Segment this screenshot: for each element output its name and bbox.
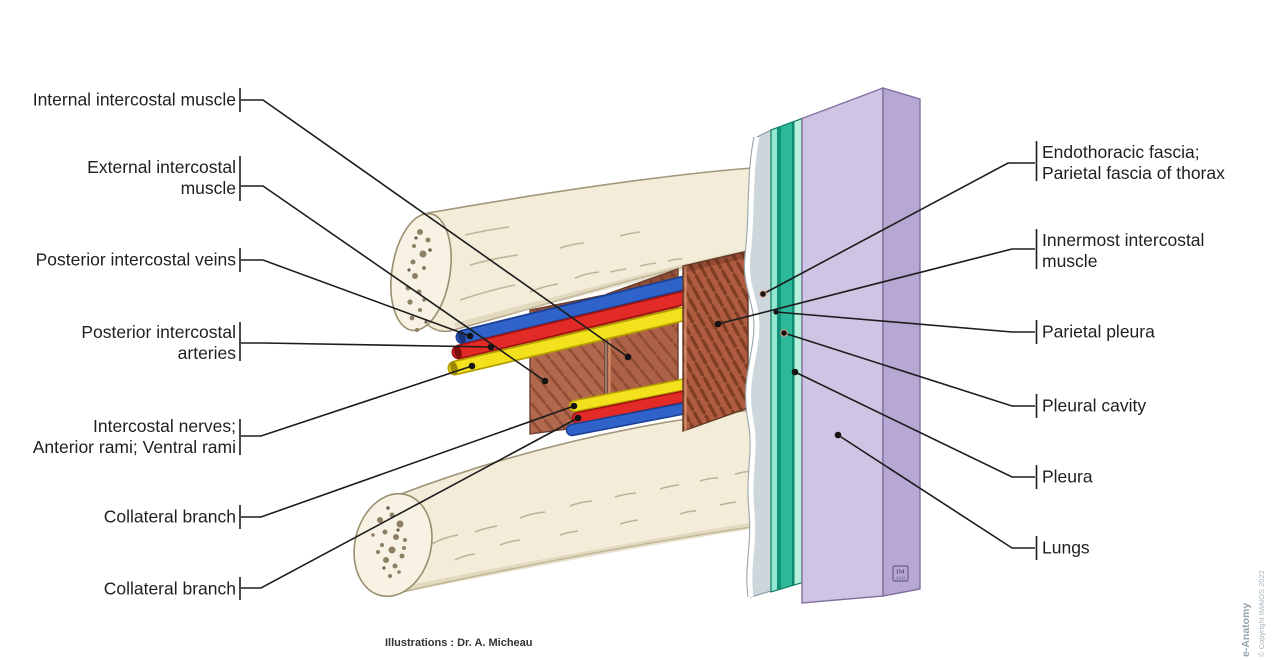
illustration-credit: Illustrations : Dr. A. Micheau bbox=[385, 637, 533, 649]
innermost-intercostal-muscle-panel bbox=[682, 250, 749, 432]
collateral-artery-branch bbox=[571, 387, 704, 425]
label-pleura: Pleura bbox=[1042, 466, 1093, 487]
leader-innermost-intercostal-muscle bbox=[717, 248, 1035, 325]
leader-posterior-intercostal-arteries bbox=[241, 342, 492, 348]
imaios-logo: IM AIOS bbox=[892, 565, 909, 582]
upper-rib bbox=[390, 167, 753, 333]
lower-rib bbox=[353, 409, 753, 598]
leader-intercostal-nerves bbox=[241, 365, 473, 437]
label-posterior-intercostal-arteries: Posterior intercostal arteries bbox=[81, 322, 236, 363]
leader-lines bbox=[239, 88, 1038, 600]
label-endothoracic-fascia: Endothoracic fascia; Parietal fascia of … bbox=[1042, 142, 1225, 183]
e-anatomy-watermark: e-Anatomy bbox=[1240, 602, 1252, 657]
leader-endothoracic-fascia bbox=[762, 162, 1035, 295]
svg-text:IM: IM bbox=[896, 569, 905, 576]
lower-rib-cut-face bbox=[353, 492, 433, 598]
posterior-intercostal-artery bbox=[451, 288, 700, 360]
leader-internal-intercostal-muscle bbox=[241, 99, 629, 358]
label-parietal-pleura: Parietal pleura bbox=[1042, 321, 1155, 342]
label-lungs: Lungs bbox=[1042, 537, 1090, 558]
leader-dots bbox=[466, 290, 842, 439]
leader-pleura bbox=[794, 371, 1035, 478]
collateral-nerve-branch bbox=[568, 375, 704, 413]
intercostal-nerve bbox=[447, 304, 700, 376]
collateral-vein-branch bbox=[565, 399, 704, 437]
leader-collateral-branch-upper bbox=[241, 405, 575, 518]
label-collateral-branch-lower: Collateral branch bbox=[103, 578, 236, 599]
copyright-watermark: © Copyright IMAIOS 2022 bbox=[1257, 570, 1266, 657]
leader-posterior-intercostal-veins bbox=[241, 259, 471, 337]
lower-rib-spongy-bone bbox=[371, 506, 407, 578]
upper-rib-texture bbox=[459, 226, 683, 301]
label-innermost-intercostal-muscle: Innermost intercostal muscle bbox=[1042, 230, 1205, 271]
leader-collateral-branch-lower bbox=[241, 417, 579, 589]
label-intercostal-nerves: Intercostal nerves; Anterior rami; Ventr… bbox=[32, 416, 236, 457]
lower-rib-texture bbox=[429, 470, 752, 561]
label-pleural-cavity: Pleural cavity bbox=[1042, 395, 1147, 416]
leader-external-intercostal-muscle bbox=[241, 185, 546, 382]
lung-block: IM AIOS bbox=[801, 86, 921, 604]
leader-pleural-cavity bbox=[783, 332, 1035, 407]
leader-parietal-pleura bbox=[775, 311, 1035, 333]
label-collateral-branch-upper: Collateral branch bbox=[103, 506, 236, 527]
pleura-layers bbox=[770, 117, 803, 593]
label-external-intercostal-muscle: External intercostal muscle bbox=[87, 157, 236, 198]
upper-rib-spongy-bone bbox=[405, 229, 432, 332]
label-posterior-intercostal-veins: Posterior intercostal veins bbox=[35, 249, 236, 270]
upper-rib-cut-face bbox=[390, 212, 452, 332]
leader-lungs bbox=[837, 434, 1035, 549]
label-internal-intercostal-muscle: Internal intercostal muscle bbox=[32, 89, 236, 110]
svg-text:AIOS: AIOS bbox=[895, 576, 906, 581]
endothoracic-fascia-layer bbox=[743, 129, 772, 598]
